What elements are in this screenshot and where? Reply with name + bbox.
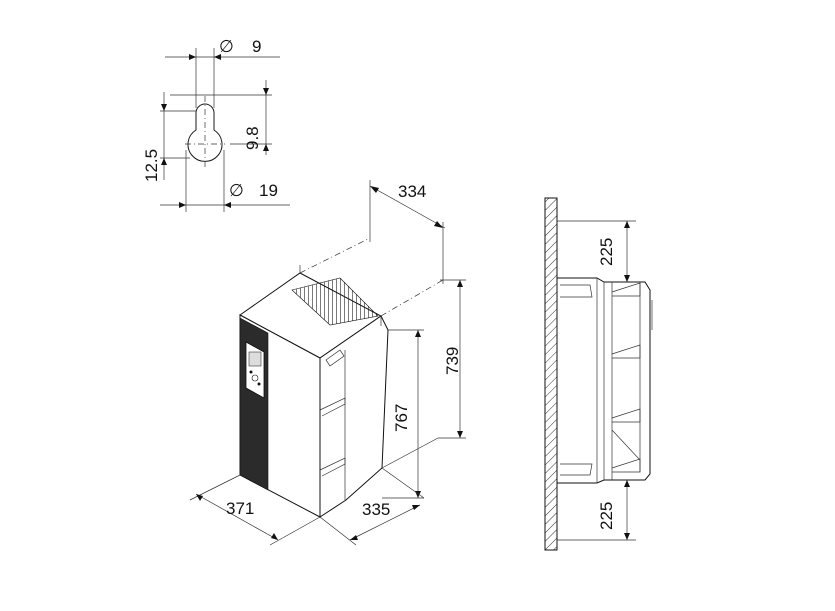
dia-symbol-hole: ∅	[229, 181, 244, 200]
dim-slot-width: 9	[252, 37, 261, 56]
dim-depth-top: 334	[398, 182, 426, 201]
drive-side-outline	[556, 277, 653, 484]
dim-width-front: 371	[226, 499, 254, 518]
isometric-view: 334 739 767 371 335	[189, 180, 466, 546]
keyhole-outline	[187, 103, 223, 162]
dim-hole-diameter: 19	[259, 181, 278, 200]
dia-symbol-slot: ∅	[219, 37, 234, 56]
side-view: 225 225	[544, 197, 653, 551]
dim-hole-height: 12.5	[142, 149, 161, 182]
dim-height-rear: 739	[443, 347, 462, 375]
wall	[544, 197, 558, 551]
dim-slot-depth: 9.8	[243, 126, 262, 150]
dim-clearance-bottom: 225	[597, 502, 616, 530]
dim-depth-bottom: 335	[362, 500, 390, 519]
dim-height-total: 767	[392, 404, 411, 432]
dim-clearance-top: 225	[597, 238, 616, 266]
keyhole-detail: ∅ 9 9.8 12.5 ∅ 19	[142, 37, 290, 212]
